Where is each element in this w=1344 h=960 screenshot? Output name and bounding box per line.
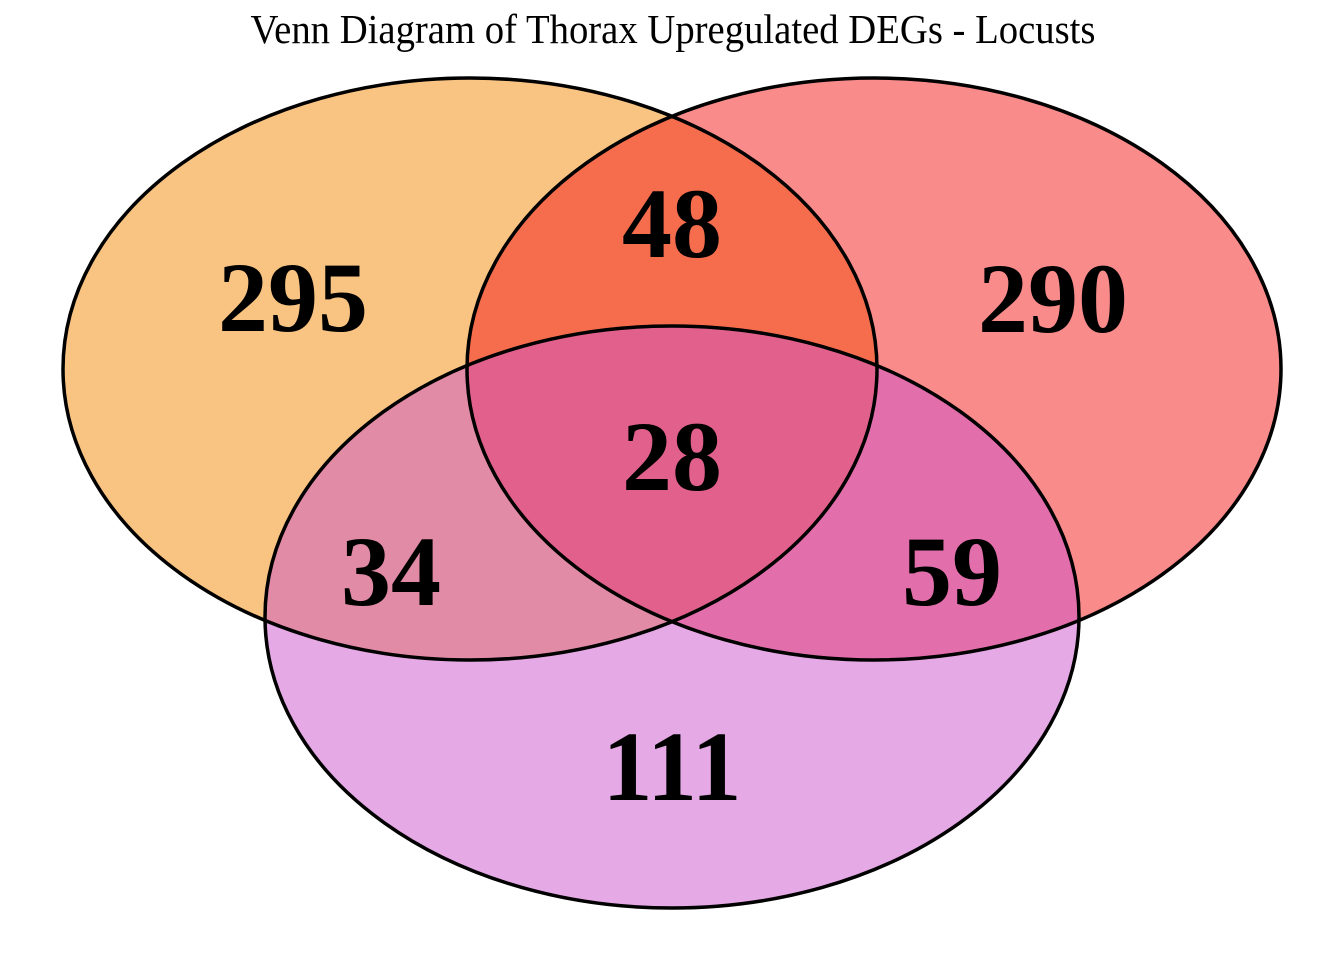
venn-set-outlines <box>61 76 1283 910</box>
count-left-bottom-overlap: 34 <box>341 516 441 627</box>
chart-title: Venn Diagram of Thorax Upregulated DEGs … <box>251 6 1096 52</box>
venn-set-bottom-outline <box>263 324 1081 910</box>
venn-set-bottom-fill <box>265 326 1079 908</box>
count-left-only: 295 <box>218 242 368 353</box>
venn-count-labels: 295 290 111 48 34 59 28 <box>218 168 1128 822</box>
count-center-all-three: 28 <box>622 401 722 512</box>
venn-set-left-outline <box>61 76 879 662</box>
venn-set-right-outline <box>465 76 1283 662</box>
count-right-only: 290 <box>978 243 1128 354</box>
count-left-right-overlap: 48 <box>622 168 722 279</box>
count-right-bottom-overlap: 59 <box>902 516 1002 627</box>
venn-set-fills <box>63 78 1281 908</box>
count-bottom-only: 111 <box>603 711 742 822</box>
